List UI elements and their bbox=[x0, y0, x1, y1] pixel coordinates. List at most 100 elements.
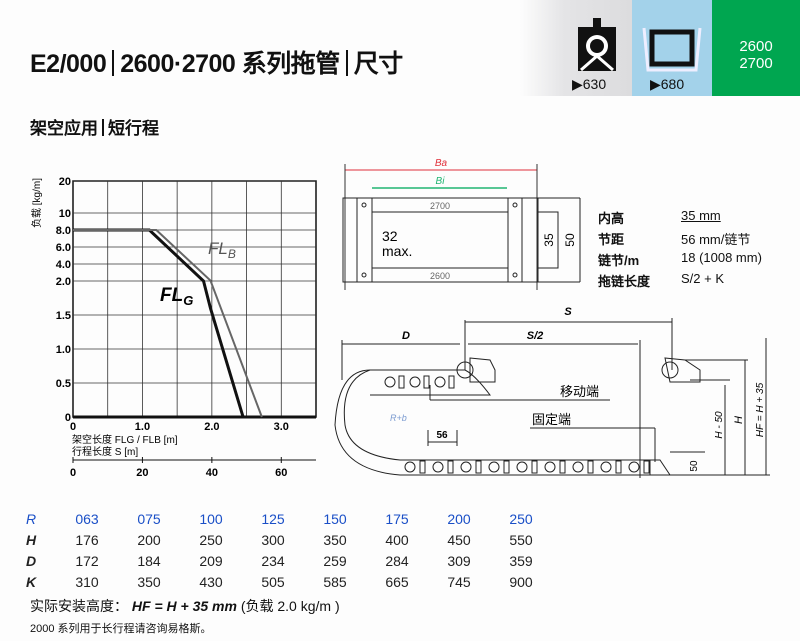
table-cell: 175 bbox=[385, 510, 409, 527]
section-subtitle: 架空应用短行程 bbox=[30, 114, 159, 139]
tab-680[interactable]: ▶680 bbox=[632, 0, 712, 96]
chain-link-pin bbox=[544, 461, 556, 473]
x2-axis-label: 行程长度 S [m] bbox=[72, 445, 138, 458]
table-cell: 150 bbox=[323, 510, 347, 527]
install-formula: HF = H + 35 mm bbox=[131, 598, 237, 614]
spec-value: S/2 + K bbox=[681, 271, 724, 286]
table-cell: 172 bbox=[75, 552, 99, 569]
y-tick-label: 6.0 bbox=[56, 242, 71, 254]
row-key: D bbox=[26, 552, 37, 569]
chain-link-pin bbox=[434, 376, 446, 388]
spec-value: 56 mm/链节 bbox=[681, 232, 751, 247]
tab-label: ▶680 bbox=[650, 76, 685, 92]
table-cell: 100 bbox=[199, 510, 223, 527]
chain-link-pin bbox=[572, 461, 584, 473]
x2-tick-label: 0 bbox=[70, 467, 76, 479]
chain-link-plate bbox=[419, 460, 426, 474]
table-cell: 585 bbox=[323, 573, 347, 590]
spec-label: 拖链长度 bbox=[598, 274, 651, 289]
pitch-dim: 56 bbox=[436, 430, 448, 441]
footnote: 2000 系列用于长行程请咨询易格斯。 bbox=[30, 623, 212, 635]
table-cell: 505 bbox=[261, 573, 285, 590]
table-cell: 450 bbox=[447, 531, 471, 548]
bi-dimension: Bi bbox=[436, 176, 446, 187]
inner-height: 35 bbox=[542, 233, 556, 247]
chain-link-plate bbox=[475, 460, 482, 474]
table-cell: 745 bbox=[447, 573, 471, 590]
chain-link-pin bbox=[409, 376, 421, 388]
y-tick-label: 4.0 bbox=[56, 259, 71, 271]
h-dim: H bbox=[733, 416, 745, 424]
x2-tick-label: 40 bbox=[206, 467, 218, 479]
table-cell: 200 bbox=[447, 510, 471, 527]
chain-link-plate bbox=[559, 460, 566, 474]
chain-link-plate bbox=[448, 375, 455, 389]
table-cell: 665 bbox=[385, 573, 409, 590]
table-cell: 184 bbox=[137, 552, 161, 569]
x-tick-label: 1.0 bbox=[135, 421, 150, 433]
side-view-diagram: S S/2 D 移动端 固定端 R+b 56 50 H - 50 H HF = … bbox=[334, 306, 770, 478]
y-tick-label: 0.5 bbox=[56, 378, 71, 390]
y-tick-label: 1.5 bbox=[56, 310, 71, 322]
subtitle-application: 架空应用 bbox=[30, 119, 98, 138]
spec-label: 节距 bbox=[598, 232, 625, 247]
x-tick-label: 0 bbox=[70, 421, 76, 433]
spec-label: 内高 bbox=[598, 211, 625, 226]
max-label: max. bbox=[382, 243, 412, 259]
chain-link-plate bbox=[503, 460, 510, 474]
divider bbox=[102, 119, 104, 136]
chain-link-plate bbox=[615, 460, 622, 474]
chain-link-pin bbox=[460, 461, 472, 473]
series-line-flg bbox=[73, 228, 245, 418]
table-cell: 125 bbox=[261, 510, 285, 527]
chain-link-pin bbox=[600, 461, 612, 473]
chain-link-pin bbox=[628, 461, 640, 473]
y-axis-label: 负载 [kg/m] bbox=[30, 178, 43, 228]
row-key: K bbox=[26, 573, 37, 590]
x-tick-label: 3.0 bbox=[274, 421, 289, 433]
bottom-code: 2600 bbox=[430, 271, 450, 281]
divider bbox=[112, 50, 115, 76]
outer-height: 50 bbox=[563, 233, 577, 247]
height-50-dim: 50 bbox=[689, 460, 700, 472]
table-cell: 063 bbox=[75, 510, 99, 527]
chain-link-plate bbox=[447, 460, 454, 474]
spec-value: 35 mm bbox=[681, 208, 721, 223]
y-tick-label: 10 bbox=[59, 208, 71, 220]
x-axis-label: 架空长度 FLG / FLB [m] bbox=[72, 433, 178, 446]
tab-630[interactable]: ▶630 bbox=[520, 0, 632, 96]
chain-link-plate bbox=[531, 460, 538, 474]
badge-line: 2600 bbox=[739, 38, 773, 55]
row-key: H bbox=[26, 531, 37, 548]
d-dim: D bbox=[402, 330, 410, 342]
y-tick-label: 8.0 bbox=[56, 225, 71, 237]
badge-line: 2700 bbox=[739, 55, 773, 72]
table-cell: 550 bbox=[509, 531, 533, 548]
table-cell: 250 bbox=[199, 531, 223, 548]
table-cell: 200 bbox=[137, 531, 161, 548]
fixed-end-label: 固定端 bbox=[532, 412, 571, 427]
divider bbox=[345, 50, 348, 76]
table-cell: 234 bbox=[261, 552, 285, 569]
spec-value: 18 (1008 mm) bbox=[681, 250, 762, 265]
y-tick-label: 0 bbox=[65, 412, 71, 424]
plot-frame bbox=[72, 180, 317, 418]
chain-end-bracket-icon bbox=[578, 18, 616, 72]
table-cell: 176 bbox=[75, 531, 99, 548]
subtitle-stroke: 短行程 bbox=[108, 119, 159, 138]
y-tick-label: 1.0 bbox=[56, 344, 71, 356]
x-tick-label: 2.0 bbox=[204, 421, 219, 433]
chain-link-plate bbox=[398, 375, 405, 389]
h-minus-50-dim: H - 50 bbox=[714, 411, 725, 439]
title-product: E2/000 bbox=[30, 50, 107, 78]
table-cell: 430 bbox=[199, 573, 223, 590]
table-cell: 259 bbox=[323, 552, 347, 569]
ba-dimension: Ba bbox=[435, 158, 448, 169]
flg-label: FLG bbox=[160, 285, 193, 308]
table-cell: 209 bbox=[199, 552, 223, 569]
